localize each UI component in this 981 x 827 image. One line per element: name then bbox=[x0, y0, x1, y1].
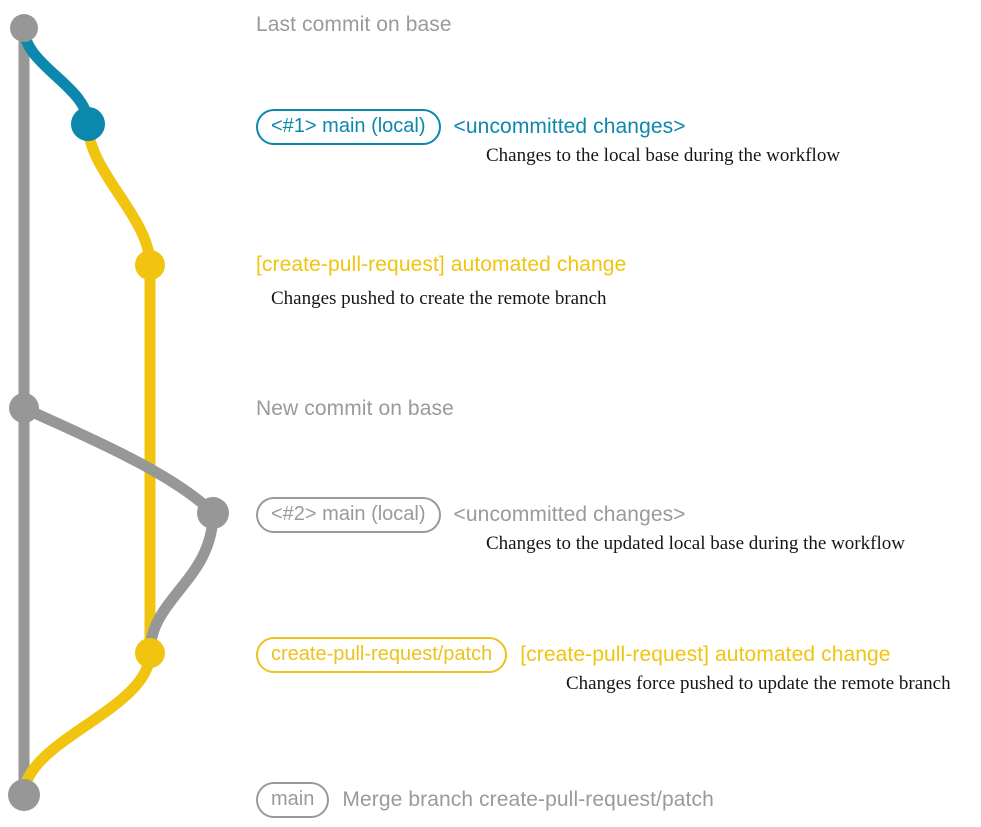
row-automated-change-2: create-pull-request/patch [create-pull-r… bbox=[256, 637, 891, 673]
branch-pill-create-pull-request-patch[interactable]: create-pull-request/patch bbox=[256, 637, 508, 673]
branch-pill-local-main-2[interactable]: <#2> main (local) bbox=[256, 497, 441, 533]
row-merge-commit: main Merge branch create-pull-request/pa… bbox=[256, 782, 714, 818]
row-local-main-2: <#2> main (local) <uncommitted changes> bbox=[256, 497, 686, 533]
row-last-commit-on-base: Last commit on base bbox=[256, 13, 452, 37]
edge-base-to-local-1 bbox=[18, 22, 94, 130]
commit-node-local-2 bbox=[197, 497, 229, 529]
edge-patch-2-to-merge bbox=[18, 647, 156, 801]
edge-local-2-to-patch-2 bbox=[144, 507, 219, 659]
row-new-commit-on-base: New commit on base bbox=[256, 397, 454, 421]
commit-description-local-main-2: Changes to the updated local base during… bbox=[486, 533, 905, 554]
heading-new-commit-on-base: New commit on base bbox=[256, 397, 454, 420]
commit-node-patch-2 bbox=[135, 638, 165, 668]
commit-node-base-last bbox=[10, 14, 38, 42]
row-automated-change-1: [create-pull-request] automated change bbox=[256, 253, 626, 277]
commit-subject-automated-change-2: [create-pull-request] automated change bbox=[520, 643, 891, 666]
branch-pill-local-main-1[interactable]: <#1> main (local) bbox=[256, 109, 441, 145]
commit-node-patch-1 bbox=[135, 250, 165, 280]
commit-node-base-new bbox=[9, 393, 39, 423]
commit-subject-merge: Merge branch create-pull-request/patch bbox=[342, 788, 714, 811]
edge-local-1-to-patch-1 bbox=[82, 118, 156, 271]
commit-subject-local-main-1: <uncommitted changes> bbox=[453, 115, 686, 138]
commit-description-automated-change-1: Changes pushed to create the remote bran… bbox=[271, 288, 607, 309]
row-local-main-1: <#1> main (local) <uncommitted changes> bbox=[256, 109, 686, 145]
commit-node-local-1 bbox=[71, 107, 105, 141]
heading-last-commit-on-base: Last commit on base bbox=[256, 13, 452, 36]
commit-node-merge bbox=[8, 779, 40, 811]
commit-description-automated-change-2: Changes force pushed to update the remot… bbox=[566, 673, 951, 694]
commit-subject-local-main-2: <uncommitted changes> bbox=[453, 503, 686, 526]
branch-pill-main[interactable]: main bbox=[256, 782, 330, 818]
commit-description-local-main-1: Changes to the local base during the wor… bbox=[486, 145, 841, 166]
edge-base-to-local-2 bbox=[18, 402, 219, 519]
commit-subject-automated-change-1: [create-pull-request] automated change bbox=[256, 253, 627, 276]
